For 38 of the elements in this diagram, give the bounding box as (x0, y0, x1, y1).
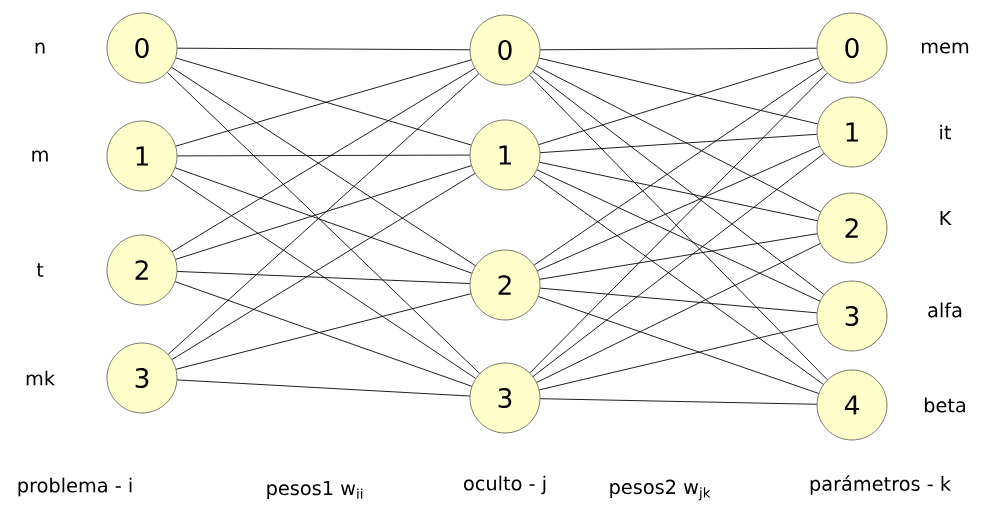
connection-line (539, 398, 818, 405)
node-label: mem (922, 42, 969, 54)
connection-line (536, 243, 821, 383)
connection-line (175, 293, 472, 370)
layer-label: oculto - j (464, 475, 546, 495)
connection-line (176, 154, 471, 157)
connection-line (539, 287, 818, 314)
node-label: it (940, 124, 951, 140)
connection-line (174, 167, 473, 274)
node-label: mk (26, 370, 55, 386)
connection-line (532, 71, 825, 295)
layer-label: pesos2 w$_{jk}$ (610, 479, 711, 501)
node-label: K (940, 210, 952, 226)
connection-line (533, 67, 824, 266)
layer-label: problema - i (18, 477, 132, 497)
connection-line (536, 145, 821, 272)
connection-line (176, 47, 471, 51)
connection-line (539, 233, 818, 280)
connection-line (538, 57, 819, 145)
connection-line (538, 323, 819, 391)
node-label: t (36, 263, 44, 277)
node-label: m (32, 150, 48, 162)
node-label: n (35, 42, 45, 54)
layer-label: parámetros - k (810, 475, 951, 495)
connection-line (536, 65, 821, 213)
node-label: alfa (928, 302, 962, 318)
connection-line (174, 281, 473, 387)
layer-label: pesos1 w$_{ii}$ (267, 480, 363, 500)
connection-line (539, 133, 818, 154)
connection-line (176, 271, 471, 284)
connection-line (536, 169, 821, 302)
connection-line (538, 57, 819, 125)
connection-line (539, 161, 818, 222)
connection-line (537, 296, 820, 394)
node-label: beta (924, 397, 966, 413)
connection-line (176, 379, 471, 397)
connection-line (175, 165, 472, 260)
connection-line (539, 47, 818, 51)
